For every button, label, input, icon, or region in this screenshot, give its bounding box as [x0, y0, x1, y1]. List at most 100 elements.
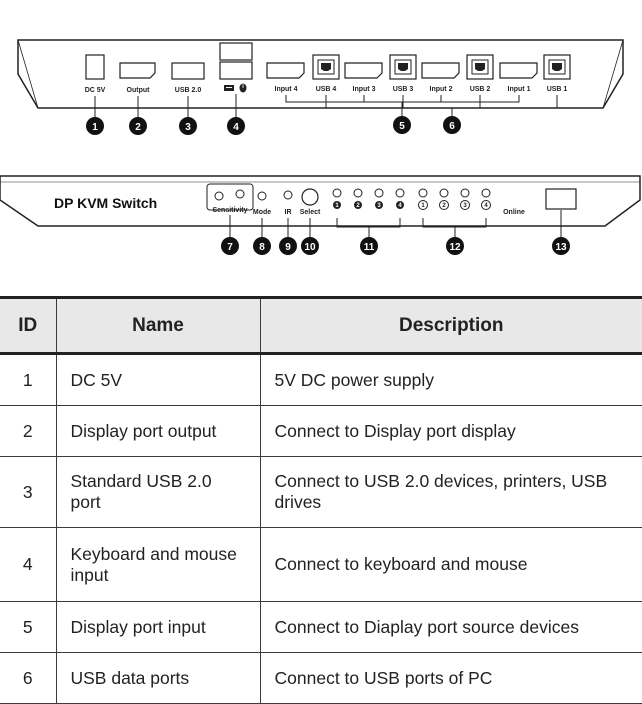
usb20-label: USB 2.0	[175, 87, 202, 94]
svg-text:13: 13	[555, 242, 567, 253]
input3-port	[344, 62, 383, 79]
input-led-digit-3: 3	[377, 203, 381, 209]
callout-8: 8	[253, 237, 271, 255]
table-header-row: ID Name Description	[0, 296, 642, 355]
output-port	[119, 62, 156, 79]
mode-label: Mode	[253, 209, 271, 216]
kb-mouse-port-top	[219, 42, 253, 61]
rear-leader-lines	[94, 94, 558, 117]
svg-text:2: 2	[135, 122, 141, 133]
callout-6: 6	[443, 116, 461, 134]
usb1-port	[543, 54, 571, 80]
callout-12: 12	[446, 237, 464, 255]
callout-3: 3	[179, 117, 197, 135]
input4-port	[266, 62, 305, 79]
input4-label: Input 4	[275, 86, 298, 93]
ir-label: IR	[285, 209, 292, 216]
kvm-panel-diagram: DC 5V Output USB 2.0 Input 4 USB 4	[0, 39, 641, 255]
input3-label: Input 3	[353, 86, 376, 93]
mode-led	[257, 191, 267, 201]
dc5v-label: DC 5V	[85, 87, 106, 94]
usb20-port	[171, 62, 205, 80]
input-led-digit-2: 2	[356, 203, 360, 209]
port-description-table: ID Name Description 1 DC 5V 5V DC power …	[0, 296, 642, 704]
row-id: 3	[0, 456, 57, 528]
select-label: Select	[300, 209, 321, 216]
row-description: 5V DC power supply	[259, 353, 642, 406]
svg-text:7: 7	[227, 242, 233, 253]
ir-sensor	[283, 190, 293, 200]
online-label: Online	[503, 209, 525, 216]
row-description: Connect to Display port display	[259, 405, 642, 457]
kb-mouse-port-bottom	[219, 61, 253, 80]
online-led-digit-2: 2	[442, 203, 446, 209]
row-name: Display port input	[55, 601, 261, 653]
input1-group: Input 1 USB 1	[499, 54, 571, 93]
table-row: 3 Standard USB 2.0 port Connect to USB 2…	[0, 456, 642, 528]
input-leds: 1 2 3 4	[332, 188, 405, 209]
row-description: Connect to USB 2.0 devices, printers, US…	[259, 456, 642, 528]
usb2-label: USB 2	[470, 86, 491, 93]
row-description: Connect to keyboard and mouse	[259, 527, 642, 602]
sensitivity-knob-right	[235, 189, 245, 199]
input2-port	[421, 62, 460, 79]
dc5v-port	[85, 54, 105, 80]
keyboard-icon	[224, 85, 234, 91]
svg-text:1: 1	[92, 122, 98, 133]
input1-port	[499, 62, 538, 79]
row-id: 4	[0, 527, 57, 602]
front-leader-lines	[229, 210, 562, 238]
callout-13: 13	[552, 237, 570, 255]
input-led-digit-4: 4	[398, 203, 402, 209]
status-display	[545, 188, 577, 210]
row-id: 6	[0, 652, 57, 704]
table-row: 1 DC 5V 5V DC power supply	[0, 353, 642, 406]
table-row: 6 USB data ports Connect to USB ports of…	[0, 652, 642, 704]
input2-group: Input 2 USB 2	[421, 54, 494, 93]
usb4-port	[312, 54, 340, 80]
row-name: Keyboard and mouse input	[55, 527, 261, 602]
mouse-icon	[239, 83, 247, 93]
svg-text:10: 10	[304, 242, 316, 253]
svg-text:8: 8	[259, 242, 265, 253]
input3-group: Input 3 USB 3	[344, 54, 417, 93]
online-led-digit-4: 4	[484, 203, 488, 209]
callout-1: 1	[86, 117, 104, 135]
svg-text:11: 11	[364, 242, 375, 253]
callout-4: 4	[227, 117, 245, 135]
sensitivity-box	[206, 183, 254, 211]
callout-7: 7	[221, 237, 239, 255]
front-panel: DP KVM Switch Sensitivity Mode IR Select…	[0, 175, 641, 255]
output-label: Output	[127, 87, 151, 94]
row-name: Standard USB 2.0 port	[55, 456, 261, 528]
input1-label: Input 1	[508, 86, 531, 93]
usb1-label: USB 1	[547, 86, 568, 93]
table-row: 2 Display port output Connect to Display…	[0, 405, 642, 457]
row-description: Connect to Diaplay port source devices	[259, 601, 642, 653]
svg-text:6: 6	[449, 121, 455, 132]
callout-5: 5	[393, 116, 411, 134]
usb3-label: USB 3	[393, 86, 414, 93]
header-id: ID	[0, 296, 57, 355]
svg-text:4: 4	[233, 122, 239, 133]
front-panel-title: DP KVM Switch	[54, 195, 157, 211]
callout-10: 10	[301, 237, 319, 255]
svg-text:9: 9	[285, 242, 291, 253]
header-name: Name	[55, 296, 261, 355]
row-name: Display port output	[55, 405, 261, 457]
table-row: 5 Display port input Connect to Diaplay …	[0, 601, 642, 653]
svg-text:12: 12	[449, 242, 461, 253]
callout-9: 9	[279, 237, 297, 255]
sensitivity-label: Sensitivity	[212, 207, 247, 214]
row-name: USB data ports	[55, 652, 261, 704]
front-panel-outline	[0, 175, 641, 227]
input4-group: Input 4 USB 4	[266, 54, 340, 93]
table-row: 4 Keyboard and mouse input Connect to ke…	[0, 527, 642, 602]
usb2-port	[466, 54, 494, 80]
online-leds: 1 2 3 4	[418, 188, 491, 210]
input2-label: Input 2	[430, 86, 453, 93]
rear-panel: DC 5V Output USB 2.0 Input 4 USB 4	[17, 39, 624, 135]
select-button	[301, 188, 319, 206]
svg-text:5: 5	[399, 121, 405, 132]
online-led-digit-1: 1	[421, 203, 425, 209]
